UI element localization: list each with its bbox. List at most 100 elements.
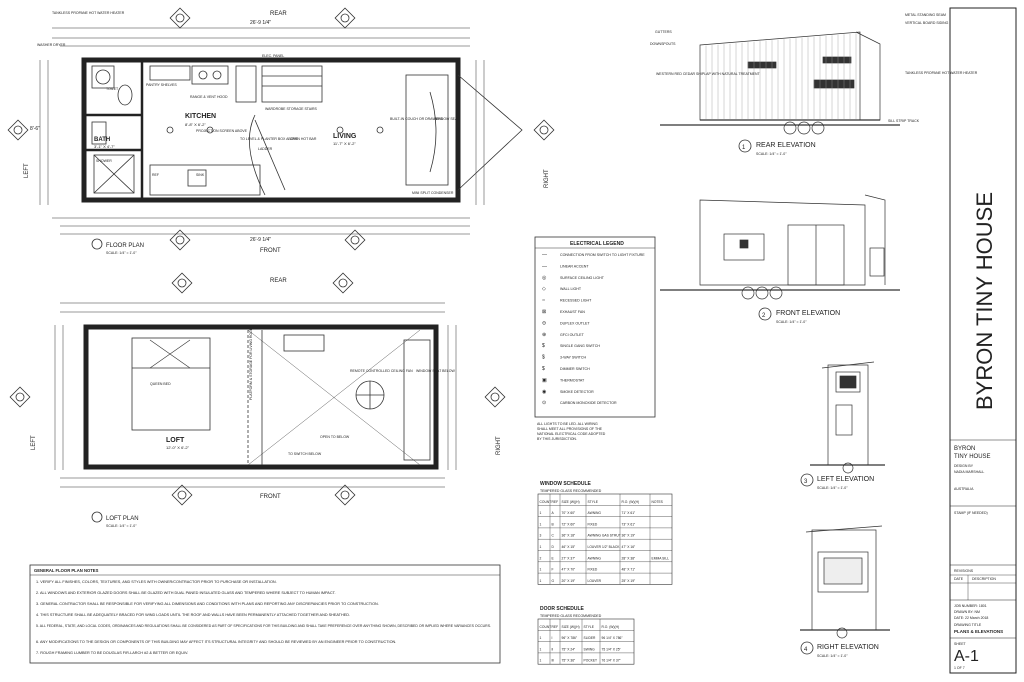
- window-schedule-cell-3-0: 3: [540, 534, 542, 538]
- title-block-job-number: JOB NUMBER: 1801: [954, 604, 987, 608]
- dim-overall-bottom: 26'-9 1/4": [250, 237, 271, 243]
- door-schedule-cell-1-3: SLIDER: [584, 636, 597, 640]
- window-schedule-cell-2-1: B: [552, 522, 555, 526]
- general-note-3: 3. GENERAL CONTRACTOR SHALL BE RESPONSIB…: [36, 602, 379, 606]
- door-schedule-cell-1-0: 1: [540, 636, 542, 640]
- window-schedule-cell-7-0: 1: [540, 579, 542, 583]
- front-elevation: 2 FRONT ELEVATION SCALE: 1/4" = 1'-0": [660, 194, 900, 324]
- door-schedule-header-0-1: REF: [552, 625, 559, 629]
- general-notes-list: 1. VERIFY ALL FINISHES, COLORS, TEXTURES…: [36, 580, 491, 655]
- window-schedule-cell-3-4: 36" X 19": [622, 534, 637, 538]
- legend-label-6: DUPLEX OUTLET: [560, 321, 590, 325]
- legend-label-1: LINEAR ACCENT: [560, 264, 589, 268]
- loft-plan-labels: QUEEN BED PLATFORM & STORAGE FOR LIVING …: [150, 327, 455, 456]
- loft-orientation-right: RIGHT: [496, 436, 502, 455]
- door-schedule-header-0-0: COUNT: [540, 625, 552, 629]
- legend-note-line-2: SHALL MEET ALL PROVISIONS OF THE: [537, 427, 603, 431]
- rear-elevation-scale: SCALE: 1/4" = 1'-0": [756, 152, 787, 156]
- loft-plan: LOFT 12'-0" X 6'-2" QUEEN BED PLATFORM &…: [9, 272, 506, 528]
- door-schedule-header-0-3: STYLE: [584, 625, 595, 629]
- legend-symbol-12: ◉: [542, 389, 547, 395]
- note-gutters: GUTTERS: [655, 30, 672, 34]
- front-elevation-drawing: [660, 194, 900, 300]
- note-siding: VERTICAL BOARD SIDING: [905, 21, 949, 25]
- window-schedule-cell-5-5: EMMA SILL: [652, 556, 670, 560]
- legend-symbol-7: ⊕: [542, 332, 546, 338]
- legend-label-12: SMOKE DETECTOR: [560, 390, 594, 394]
- general-note-5: 5. ALL FEDERAL, STATE, AND LOCAL CODES, …: [36, 624, 491, 628]
- floor-plan-title: FLOOR PLAN: [106, 243, 144, 249]
- orientation-front: FRONT: [260, 248, 281, 254]
- legend-label-11: THERMOSTAT: [560, 378, 585, 382]
- room-size-kitchen: 8'-8" X 6'-2": [185, 122, 206, 127]
- window-schedule-cell-2-3: FIXED: [588, 522, 598, 526]
- title-block-sheet-label: SHEET: [954, 642, 967, 646]
- room-size-loft: 12'-0" X 6'-2": [166, 445, 190, 450]
- front-elevation-number: 2: [762, 313, 766, 319]
- legend-frame: [534, 236, 656, 418]
- loft-section-markers: [9, 272, 506, 506]
- front-elevation-scale: SCALE: 1/4" = 1'-0": [776, 320, 807, 324]
- legend-symbol-9: $: [542, 355, 545, 361]
- window-schedule-cell-1-3: AWNING: [588, 511, 602, 515]
- legend-title: ELECTRICAL LEGEND: [570, 241, 624, 247]
- door-schedule-header-0-4: R.O. (W)(H): [602, 625, 620, 629]
- window-schedule-cell-2-2: 72" X 60": [562, 522, 577, 526]
- label-fridge: REF: [152, 173, 159, 177]
- window-schedule-cell-1-0: 1: [540, 511, 542, 515]
- label-elec-panel: ELEC. PANEL: [262, 54, 284, 58]
- label-window-seat-below: WINDOW SEAT BELOW: [416, 369, 455, 373]
- legend-symbol-4: ○: [542, 298, 545, 304]
- legend-label-7: GFCI OUTLET: [560, 333, 585, 337]
- window-schedule-cell-3-3: AWNING GAS STRUT: [588, 534, 621, 538]
- legend-symbol-1: —: [542, 263, 547, 269]
- floor-plan: KITCHEN 8'-8" X 6'-2" LIVING 11'-7" X 6'…: [7, 7, 555, 255]
- label-projection: PROJECTION SCREEN ABOVE: [196, 129, 248, 133]
- legend-symbol-2: ◎: [542, 275, 547, 281]
- floor-plan-title-marker: [91, 238, 103, 250]
- note-trim: SILL STRIP TRACK: [888, 119, 920, 123]
- room-label-kitchen: KITCHEN: [185, 113, 216, 120]
- left-elevation-scale: SCALE: 1/4" = 1'-0": [817, 486, 848, 490]
- electrical-legend: ELECTRICAL LEGEND —CONNECTION FROM SWITC…: [534, 236, 656, 441]
- legend-symbol-0: —: [542, 252, 547, 258]
- legend-label-2: SURFACE CEILING LIGHT: [560, 276, 605, 280]
- rear-elevation-drawing: [660, 31, 900, 135]
- title-block-rev-description: DESCRIPTION: [972, 577, 996, 581]
- general-note-2: 2. ALL WINDOWS AND EXTERIOR GLAZED DOORS…: [36, 591, 336, 595]
- title-block-project-line2: TINY HOUSE: [954, 454, 991, 460]
- floor-plan-dimensions: [39, 27, 485, 235]
- title-block-drawing-title-label: DRAWING TITLE: [954, 623, 982, 627]
- label-pantry: PANTRY SHELVES: [146, 83, 177, 87]
- title-block-drawing-title: PLANS & ELEVATIONS: [954, 629, 1003, 634]
- window-schedule-cell-4-4: 47" X 16": [622, 545, 637, 549]
- loft-plan-walls: [83, 324, 439, 470]
- note-roof: METAL STANDING SEAM: [905, 13, 946, 17]
- section-markers: [7, 7, 555, 251]
- window-schedule-cell-5-1: E: [552, 556, 555, 560]
- window-schedule-cell-5-2: 27" X 37": [562, 556, 577, 560]
- title-block: BYRON TINY HOUSE BYRON TINY HOUSE DESIGN…: [949, 7, 1017, 674]
- legend-symbol-13: ⊙: [542, 400, 546, 406]
- window-schedule-header-0-1: REF: [552, 500, 559, 504]
- window-schedule-subtitle: TEMPERED GLASS RECOMMENDED: [540, 489, 602, 493]
- window-schedule-cell-7-4: 25" X 19": [622, 579, 637, 583]
- left-elevation-number-marker: [800, 473, 814, 487]
- room-size-living: 11'-7" X 6'-2": [333, 141, 356, 146]
- floor-plan-walls: [81, 57, 461, 203]
- left-elevation: 3 LEFT ELEVATION SCALE: 1/4" = 1'-0": [800, 361, 885, 490]
- title-block-location: AUSTRALIA: [954, 487, 974, 491]
- legend-symbol-6: ⊖: [542, 320, 546, 326]
- door-schedule-cell-3-4: 76 1/4" X 37": [602, 659, 622, 663]
- title-block-rev-date: DATE: [954, 577, 964, 581]
- loft-plan-fixtures: [131, 329, 431, 466]
- window-schedule-cell-7-2: 20" X 19": [562, 579, 577, 583]
- title-block-project-line1: BYRON: [954, 446, 975, 452]
- loft-plan-scale: SCALE: 1/4" = 1'-0": [106, 524, 137, 528]
- window-schedule-cell-6-0: 1: [540, 568, 542, 572]
- orientation-rear: REAR: [270, 11, 287, 17]
- window-schedule-cell-7-1: G: [552, 579, 555, 583]
- label-open-below: OPEN TO BELOW: [320, 435, 350, 439]
- title-block-designer: NADIA MARSHALL: [954, 470, 984, 474]
